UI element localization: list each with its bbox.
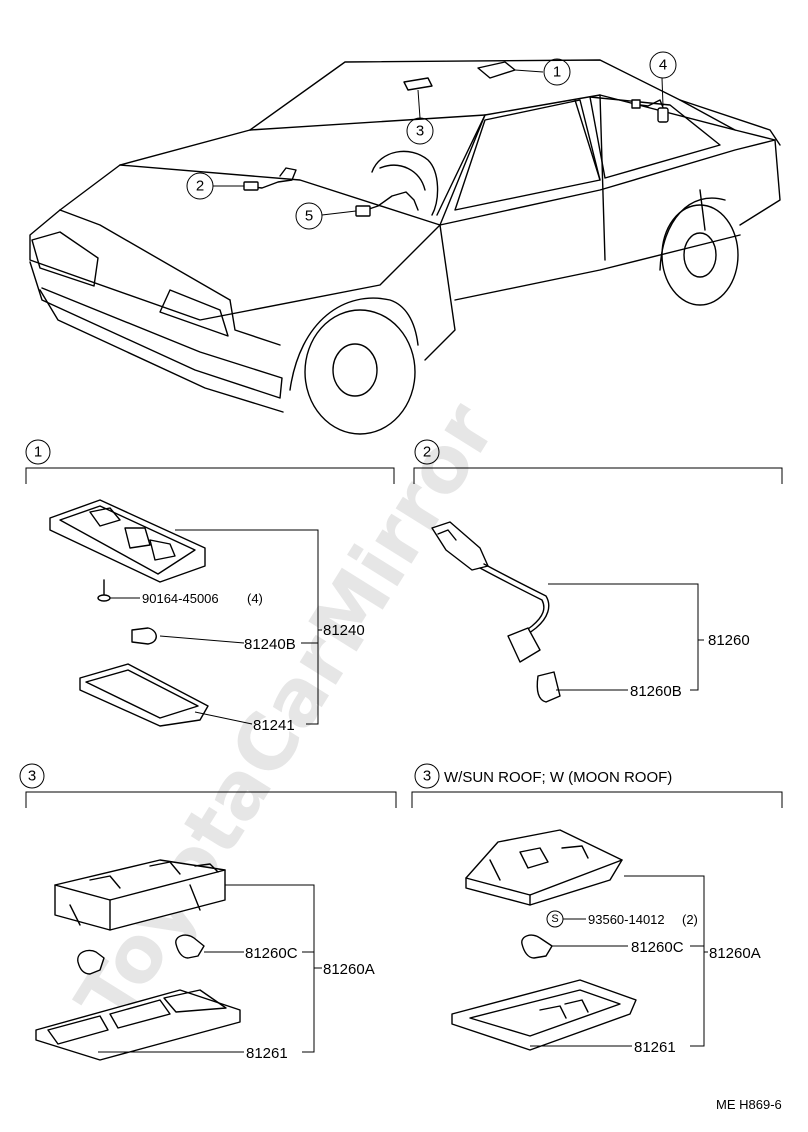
part-81260: 81260 bbox=[708, 632, 750, 649]
part-81240B: 81240B bbox=[244, 636, 296, 653]
section-2: 2 81260 81260B bbox=[413, 439, 783, 703]
part-81260C-a: 81260C bbox=[245, 945, 298, 962]
callout-1-label: 1 bbox=[553, 64, 561, 81]
s-marker: S bbox=[551, 913, 558, 925]
callout-1: 1 bbox=[543, 58, 571, 86]
part-90164-45006: 90164-45006 bbox=[142, 591, 219, 606]
part-93560-14012: 93560-14012 bbox=[588, 912, 665, 927]
car-illustration bbox=[29, 59, 781, 435]
diagram-code: ME H869-6 bbox=[716, 1097, 782, 1112]
part-81260B: 81260B bbox=[630, 683, 682, 700]
callout-5-label: 5 bbox=[305, 208, 313, 225]
callout-2-label: 2 bbox=[196, 178, 204, 195]
section-3-standard: 3 81260C 81260A 81261 bbox=[19, 763, 397, 1062]
section-1: 1 90164-45006 (4) 81240B 81240 81241 bbox=[25, 439, 395, 734]
section-3-sunroof: 3 W/SUN ROOF; W (MOON ROOF) S 93560-1401… bbox=[411, 763, 783, 1056]
callout-3-label: 3 bbox=[416, 123, 424, 140]
part-81241: 81241 bbox=[253, 717, 295, 734]
part-81261-b: 81261 bbox=[634, 1039, 676, 1056]
section-1-number: 1 bbox=[34, 444, 42, 461]
part-81240: 81240 bbox=[323, 622, 365, 639]
section-3a-number: 3 bbox=[28, 768, 36, 785]
callout-5: 5 bbox=[295, 202, 323, 230]
callout-4: 4 bbox=[649, 51, 677, 79]
part-81261-a: 81261 bbox=[246, 1045, 288, 1062]
section-3b-title: W/SUN ROOF; W (MOON ROOF) bbox=[444, 769, 672, 786]
part-81260A-b: 81260A bbox=[709, 945, 761, 962]
callout-3: 3 bbox=[406, 117, 434, 145]
part-81260C-b: 81260C bbox=[631, 939, 684, 956]
part-90164-qty: (4) bbox=[247, 591, 263, 606]
callout-4-label: 4 bbox=[659, 57, 667, 74]
part-93560-qty: (2) bbox=[682, 912, 698, 927]
watermark-text: ToyotaCarMirror bbox=[60, 388, 514, 1040]
part-81260A-a: 81260A bbox=[323, 961, 375, 978]
section-2-number: 2 bbox=[423, 444, 431, 461]
callout-2: 2 bbox=[186, 172, 214, 200]
section-3b-number: 3 bbox=[423, 768, 431, 785]
